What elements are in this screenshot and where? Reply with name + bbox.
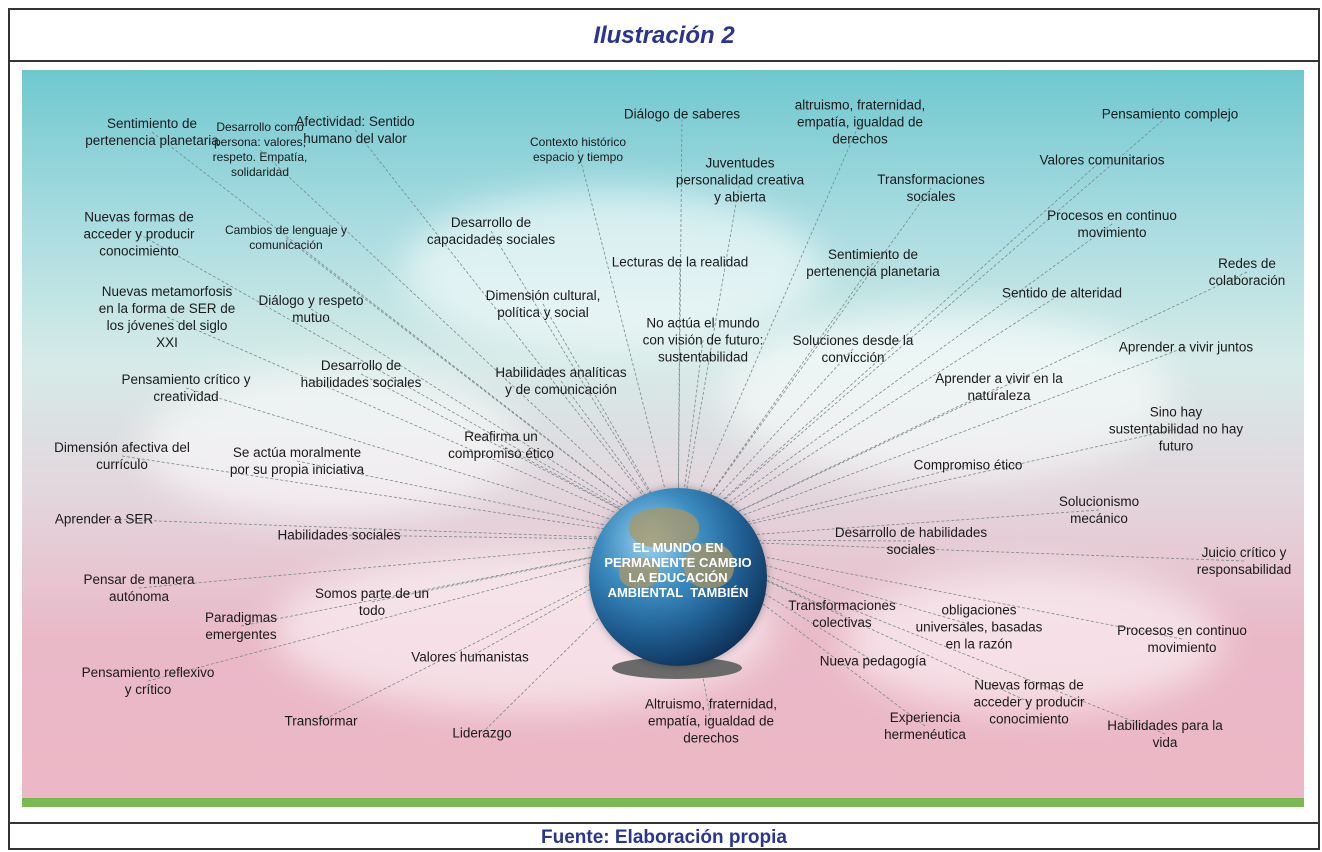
connector-line — [677, 428, 1177, 541]
connector-line — [677, 539, 1183, 640]
concept-label: Pensamiento complejo — [1101, 106, 1239, 122]
concept-label: Aprender a vivir juntos — [1118, 339, 1254, 355]
concept-label: Sino hay sustentabilidad no hay futuro — [1108, 404, 1244, 454]
globe-shadow — [612, 657, 742, 679]
connector-line — [560, 380, 679, 541]
concept-label: Solucionismo mecánico — [1058, 494, 1140, 526]
connector-line — [138, 233, 679, 541]
concept-label: Nuevas formas de acceder y producir cono… — [973, 677, 1085, 727]
connector-line — [490, 230, 679, 541]
concept-label: Redes de colaboración — [1208, 256, 1286, 288]
concept-label: Aprender a SER — [54, 511, 154, 527]
connector-line — [677, 121, 861, 541]
connector-line — [285, 237, 679, 541]
concept-label: Contexto histórico espacio y tiempo — [529, 135, 627, 164]
concept-label: Paradigmas emergentes — [204, 610, 278, 642]
globe-icon — [589, 488, 767, 666]
concept-label: Habilidades para la vida — [1107, 718, 1223, 750]
concept-label: Liderazgo — [452, 725, 512, 741]
source-row: Fuente: Elaboración propia — [10, 824, 1318, 850]
figure-source: Fuente: Elaboración propia — [541, 827, 787, 848]
concept-label: Lecturas de la realidad — [611, 254, 749, 270]
concept-label: No actúa el mundo con visión de futuro: … — [642, 315, 764, 365]
concept-label: Afectividad: Sentido humano del valor — [295, 114, 415, 146]
connector-line — [320, 539, 679, 722]
concept-label: Habilidades sociales — [277, 527, 401, 543]
concept-label: Pensamiento crítico y creatividad — [121, 372, 251, 404]
concept-label: Diálogo y respeto mutuo — [258, 293, 364, 325]
connector-line — [577, 149, 679, 541]
connector-line — [166, 316, 679, 541]
connector-line — [677, 539, 1245, 562]
connector-line — [259, 149, 679, 541]
concept-label: Sentido de alteridad — [1001, 285, 1123, 301]
connector-line — [103, 518, 679, 541]
concept-label: Sentimiento de pertenencia planetaria — [85, 116, 219, 148]
concept-label: obligaciones universales, basadas en la … — [915, 602, 1043, 652]
concept-label: Desarrollo de habilidades sociales — [834, 525, 988, 557]
green-divider — [22, 798, 1304, 807]
connector-line — [185, 387, 679, 541]
concept-label: Juicio crítico y responsabilidad — [1196, 545, 1292, 577]
concept-label: Desarrollo de habilidades sociales — [300, 358, 422, 390]
concept-label: Valores comunitarios — [1039, 152, 1165, 168]
concept-label: Compromiso ético — [913, 457, 1023, 473]
connector-line — [151, 131, 679, 541]
concept-label: Cambios de lenguaje y comunicación — [224, 223, 348, 252]
concept-label: Dimensión afectiva del currículo — [54, 440, 190, 472]
central-concept: EL MUNDO EN PERMANENTE CAMBIO LA EDUCACI… — [604, 540, 752, 600]
connector-line — [310, 308, 679, 541]
connector-line — [677, 113, 1171, 541]
concept-label: Nueva pedagogía — [819, 653, 927, 669]
concept-label: Procesos en continuo movimiento — [1117, 623, 1247, 655]
concept-label: Transformar — [284, 713, 358, 729]
connector-line — [677, 539, 912, 542]
connector-line — [677, 223, 1113, 541]
concept-label: Nuevas metamorfosis en la forma de SER d… — [98, 284, 236, 350]
concept-label: Procesos en continuo movimiento — [1047, 208, 1177, 240]
connector-line — [677, 292, 1063, 541]
concept-label: Pensar de manera autónoma — [83, 572, 195, 604]
title-row: Ilustración 2 — [10, 10, 1318, 62]
concept-label: Diálogo de saberes — [623, 106, 741, 122]
concept-label: Experiencia hermenéutica — [884, 710, 966, 742]
mind-map-area: EL MUNDO EN PERMANENTE CAMBIO LA EDUCACI… — [10, 62, 1318, 824]
concept-label: Somos parte de un todo — [314, 586, 430, 618]
concept-label: Pensamiento reflexivo y crítico — [81, 665, 215, 697]
concept-label: Juventudes personalidad creativa y abier… — [675, 155, 805, 205]
connector-line — [677, 187, 932, 541]
connector-line — [677, 346, 1187, 541]
concept-label: Dimensión cultural, política y social — [485, 288, 601, 320]
connector-line — [481, 539, 679, 734]
mind-map-canvas: EL MUNDO EN PERMANENTE CAMBIO LA EDUCACI… — [22, 70, 1304, 798]
connector-line — [121, 455, 679, 541]
connector-line — [677, 179, 741, 541]
figure-frame: Ilustración 2 EL MUNDO EN PERMANENTE CAM… — [8, 8, 1320, 850]
concept-label: Habilidades analíticas y de comunicación — [495, 365, 627, 397]
concept-label: Aprender a vivir en la naturaleza — [935, 371, 1063, 403]
concept-label: Transformaciones colectivas — [788, 598, 896, 630]
concept-label: Altruismo, fraternidad, empatía, igualda… — [644, 696, 778, 746]
concept-label: Sentimiento de pertenencia planetaria — [806, 247, 940, 279]
concept-label: Se actúa moralmente por su propia inicia… — [229, 445, 365, 477]
connector-line — [354, 129, 679, 541]
concept-label: Transformaciones sociales — [877, 172, 985, 204]
concept-label: Desarrollo como persona: valores, respet… — [212, 120, 308, 179]
concept-label: altruismo, fraternidad, empatía, igualda… — [794, 97, 926, 147]
figure-title: Ilustración 2 — [593, 22, 735, 49]
connector-line — [138, 539, 679, 589]
concept-label: Nuevas formas de acceder y producir cono… — [83, 209, 195, 259]
concept-label: Soluciones desde la convicción — [792, 333, 914, 365]
concept-label: Desarrollo de capacidades sociales — [426, 215, 556, 247]
concept-label: Valores humanistas — [411, 649, 529, 665]
concept-label: Reafirma un compromiso ético — [448, 429, 554, 461]
